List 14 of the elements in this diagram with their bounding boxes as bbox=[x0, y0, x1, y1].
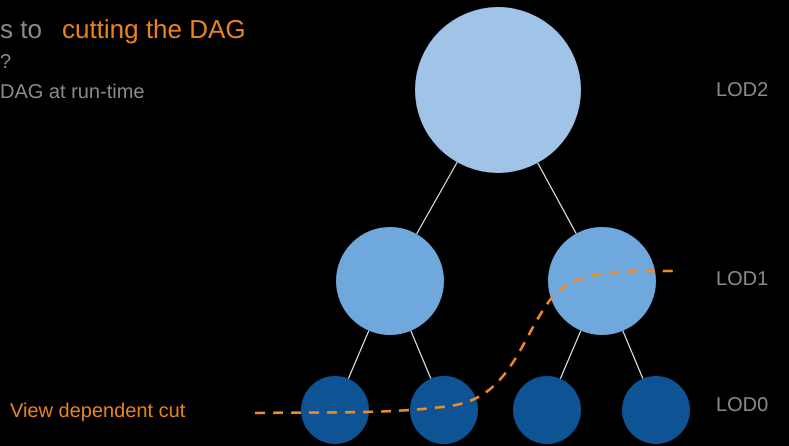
level-label: LOD1 bbox=[716, 269, 768, 289]
slide-title: cutting the DAG bbox=[62, 16, 246, 42]
level-label: LOD2 bbox=[716, 80, 768, 100]
bullet-text: ? bbox=[0, 52, 12, 72]
connector-line bbox=[416, 162, 458, 234]
connector-line bbox=[560, 330, 582, 379]
bullet-text: DAG at run-time bbox=[0, 82, 144, 102]
slide-title: s to bbox=[0, 16, 42, 42]
connector-line bbox=[537, 162, 577, 234]
cut-label: View dependent cut bbox=[10, 401, 186, 421]
connector-line bbox=[348, 330, 370, 379]
connector-line bbox=[410, 330, 432, 379]
level-label: LOD0 bbox=[716, 395, 768, 415]
connector-line bbox=[622, 330, 644, 379]
